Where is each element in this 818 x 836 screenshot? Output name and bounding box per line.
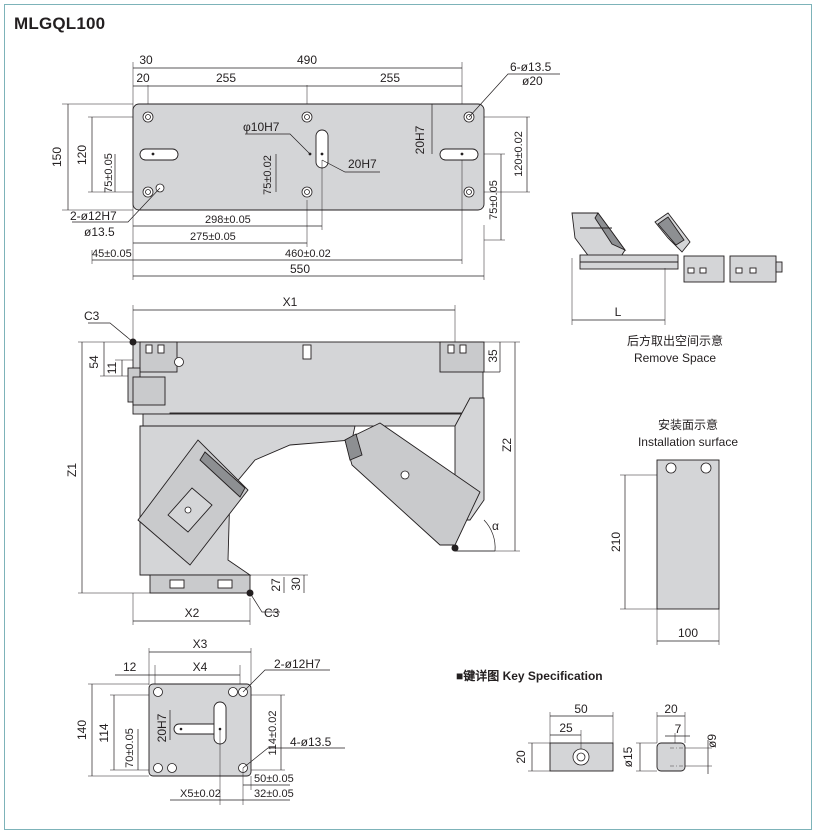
label-alpha: α [492, 519, 499, 533]
dim-20: 20 [136, 71, 150, 85]
label-6-holes: 6-ø13.5 [510, 60, 552, 74]
dim-490: 490 [297, 53, 317, 67]
install-caption-cn: 安装面示意 [658, 417, 718, 432]
dim-30: 30 [139, 53, 153, 67]
dim-x5: X5±0.02 [180, 788, 221, 800]
label-20h7-center: 20H7 [348, 157, 377, 171]
dim-x4: X4 [193, 660, 208, 674]
label-c3-top: C3 [84, 309, 100, 323]
dim-275: 275±0.05 [190, 231, 236, 243]
key-side-dim-7: 7 [675, 722, 682, 736]
dim-255-left: 255 [216, 71, 236, 85]
dim-50-bottom: 50±0.05 [254, 773, 294, 785]
remove-space-caption-cn: 后方取出空间示意 [627, 333, 723, 348]
dim-114: 114 [97, 723, 111, 742]
dim-30-front: 30 [289, 577, 303, 591]
dim-75-left: 75±0.05 [103, 153, 115, 193]
key-dim-o15: ø15 [621, 746, 635, 767]
dim-460: 460±0.02 [285, 248, 331, 260]
label-2-holes-bottom: 2-ø12H7 [274, 657, 321, 671]
dim-L: L [615, 305, 622, 319]
key-dim-o9: ø9 [705, 734, 719, 748]
label-20h7-right: 20H7 [413, 125, 427, 154]
dim-x1: X1 [283, 295, 298, 309]
dim-35: 35 [486, 349, 500, 363]
label-o20: ø20 [522, 74, 543, 88]
key-dim-20: 20 [514, 750, 528, 764]
key-spec-view: ■键详图 Key Specification 50 25 20 20 7 ø15… [456, 668, 719, 774]
front-view: X1 C3 C3 Z1 Z2 54 11 35 27 30 α X2 [65, 295, 520, 625]
dim-120-right: 120±0.02 [513, 131, 525, 177]
key-dim-25: 25 [559, 721, 573, 735]
dim-114-right: 114±0.02 [267, 711, 279, 756]
label-2-holes: 2-ø12H7 [70, 209, 117, 223]
label-o13-5: ø13.5 [84, 225, 115, 239]
drawing-frame [4, 4, 812, 830]
base-plate [132, 103, 485, 211]
label-20h7-bottom: 20H7 [155, 713, 169, 742]
dim-32: 32±0.05 [254, 788, 294, 800]
label-phi10: φ10H7 [243, 120, 280, 134]
dim-54: 54 [87, 355, 101, 369]
dim-550: 550 [290, 262, 310, 276]
label-4-holes: 4-ø13.5 [290, 735, 332, 749]
dim-255-right: 255 [380, 71, 400, 85]
key-side-dim-20: 20 [664, 702, 678, 716]
dim-140: 140 [75, 720, 89, 740]
top-view: 30 490 20 255 255 6-ø13.5 ø20 φ10H7 20H7… [50, 53, 560, 280]
bottom-view: X3 X4 12 2-ø12H7 140 114 70±0.05 20H7 11… [75, 637, 345, 805]
model-title: MLGQL100 [14, 14, 106, 33]
remove-space-caption-en: Remove Space [634, 351, 716, 365]
dim-298: 298±0.05 [205, 214, 251, 226]
dim-70: 70±0.05 [124, 728, 136, 768]
dim-z2: Z2 [500, 438, 514, 452]
installation-surface-view: 安装面示意 Installation surface 210 100 [609, 417, 738, 645]
dim-45: 45±0.05 [92, 248, 132, 260]
install-caption-en: Installation surface [638, 435, 738, 449]
dim-210: 210 [609, 532, 623, 552]
dim-150: 150 [50, 147, 64, 167]
dim-100: 100 [678, 626, 698, 640]
key-spec-heading: ■键详图 Key Specification [456, 668, 603, 683]
dim-75-right: 75±0.05 [488, 180, 500, 220]
dim-x2: X2 [185, 606, 200, 620]
key-dim-50: 50 [574, 702, 588, 716]
dim-120: 120 [75, 145, 89, 165]
dim-x3: X3 [193, 637, 208, 651]
remove-space-view: L 后方取出空间示意 Remove Space [571, 212, 783, 365]
dim-12: 12 [123, 660, 137, 674]
dim-z1: Z1 [65, 463, 79, 477]
dim-75-center: 75±0.02 [262, 155, 274, 195]
label-c3-bottom: C3 [264, 606, 280, 620]
dim-11: 11 [105, 361, 119, 374]
dim-27: 27 [269, 578, 283, 592]
